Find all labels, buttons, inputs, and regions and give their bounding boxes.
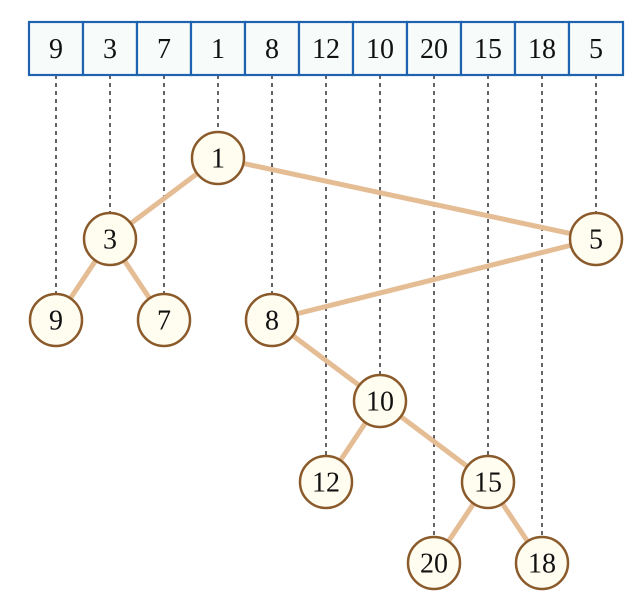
tree-node: 8 [244, 292, 300, 348]
tree-node: 18 [514, 535, 570, 591]
tree-node-circle [82, 211, 138, 267]
tree-node-label: 7 [157, 306, 171, 337]
tree-node-circle [136, 292, 192, 348]
array-cell: 15 [459, 20, 517, 77]
array-cell-value: 8 [265, 34, 279, 65]
dashed-guide-lines [55, 75, 597, 537]
array-cell-value: 3 [103, 34, 117, 65]
tree-node-label: 1 [211, 144, 225, 175]
array-cell-value: 18 [528, 34, 556, 65]
array-cell: 9 [27, 20, 85, 77]
tree-node-label: 20 [420, 549, 448, 580]
array-cell: 10 [351, 20, 409, 77]
tree-node-label: 5 [589, 225, 603, 256]
tree-node: 12 [298, 454, 354, 510]
tree-edge [269, 236, 599, 323]
tree-node: 9 [28, 292, 84, 348]
array-cell: 18 [513, 20, 571, 77]
array-cell: 8 [243, 20, 301, 77]
array-cell-box [405, 20, 463, 77]
tree-node-label: 3 [103, 225, 117, 256]
array-cell-value: 10 [366, 34, 394, 65]
tree-node-label: 8 [265, 306, 279, 337]
array-cell-box [513, 20, 571, 77]
array-cell: 1 [189, 20, 247, 77]
array-cell-box [243, 20, 301, 77]
tree-node-label: 12 [312, 468, 340, 499]
tree-node-label: 9 [49, 306, 63, 337]
tree-nodes: 1 3 5 9 7 8 10 12 15 20 18 [28, 130, 624, 591]
array-cell-value: 1 [211, 34, 225, 65]
tree-node: 10 [352, 373, 408, 429]
tree-edge [215, 155, 599, 242]
tree-node: 15 [460, 454, 516, 510]
array-cell: 7 [135, 20, 193, 77]
array-cell: 3 [81, 20, 139, 77]
tree-node-circle [514, 535, 570, 591]
array-cell: 5 [567, 20, 625, 77]
array-cell-value: 9 [49, 34, 63, 65]
array-cell-value: 20 [420, 34, 448, 65]
tree-node-circle [28, 292, 84, 348]
array-cell-value: 7 [157, 34, 171, 65]
tree-node: 5 [568, 211, 624, 267]
array-cell-box [27, 20, 85, 77]
tree-node-circle [406, 535, 462, 591]
array-cell-value: 15 [474, 34, 502, 65]
array-cell-value: 5 [589, 34, 603, 65]
tree-node-circle [190, 130, 246, 186]
tree-node-circle [568, 211, 624, 267]
tree-node-circle [244, 292, 300, 348]
tree-node-label: 15 [474, 468, 502, 499]
tree-node-circle [298, 454, 354, 510]
array-cell-box [567, 20, 625, 77]
array-cell-box [297, 20, 355, 77]
tree-node: 20 [406, 535, 462, 591]
tree-node-circle [352, 373, 408, 429]
tree-node: 1 [190, 130, 246, 186]
tree-node-circle [460, 454, 516, 510]
tree-node-label: 10 [366, 387, 394, 418]
array-cell: 12 [297, 20, 355, 77]
tree-node: 7 [136, 292, 192, 348]
array-cell-box [351, 20, 409, 77]
tree-node-label: 18 [528, 549, 556, 580]
array-cell: 20 [405, 20, 463, 77]
array-cell-value: 12 [312, 34, 340, 65]
tree-node: 3 [82, 211, 138, 267]
